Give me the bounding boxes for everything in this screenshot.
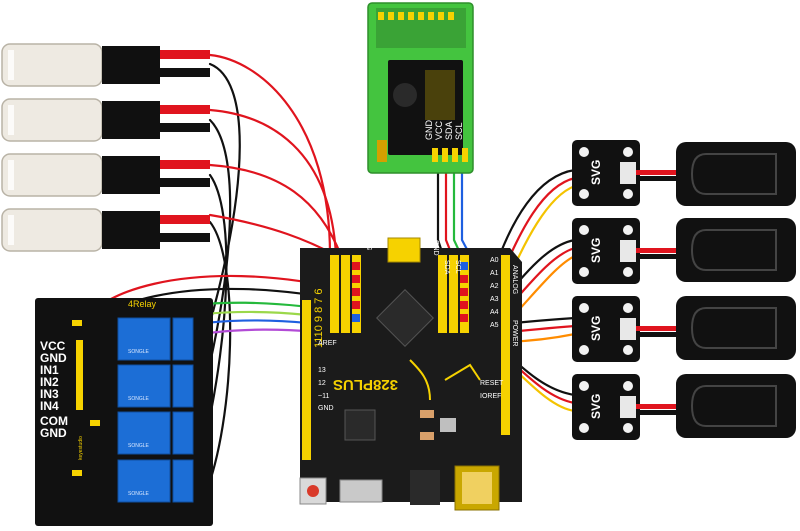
sensor-module: SVG [572,218,676,284]
wire-pump2-black [203,118,232,387]
board-label: AREF [318,340,337,347]
board-label: GND [318,405,334,412]
wire-pump4-black [203,220,232,497]
board-label: 13 [318,367,326,374]
relay-label: SONGLE [128,443,150,449]
relay-module: 4Relay VCC GND IN1 IN2 IN3 IN4 COM GND S… [35,298,213,526]
board-label: SDA [443,260,450,275]
board-label: GND [432,240,439,256]
wire-pump2-red [208,108,338,257]
board-label: A3 [490,296,499,303]
board-digits: 1110 9 8 7 6 [313,288,325,348]
soil-probes [676,142,796,438]
sensors: SVG SVG SVG SVG [572,140,676,440]
wire-lcd-sda [452,163,463,257]
lcd-pin-label: GND [424,120,434,141]
relay-pin-label: IN4 [40,399,59,413]
board-label: RESET [480,380,504,387]
relay: SONGLE [117,459,194,503]
pump [1,208,210,252]
wire-pump3-red [208,163,344,260]
wire-lcd-vcc [444,163,454,257]
wire-pump3-black [203,173,228,442]
sensor-label: SVG [589,238,603,263]
wire-lcd-scl [460,163,472,257]
board-label: A5 [490,322,499,329]
relay-pin-labels: VCC GND IN1 IN2 IN3 IN4 COM GND [40,339,68,440]
relay-pin-label: IN3 [40,387,59,401]
board-label: A4 [490,309,499,316]
sensor-label: SVG [589,160,603,185]
relay-pin-label: IN2 [40,375,59,389]
board-label: 12 [318,380,326,387]
board-label: A2 [490,283,499,290]
relay-pin-label: COM [40,414,68,428]
wire-pump1-black [206,62,241,332]
main-board: 1110 9 8 7 6 SDA SCL GND [299,237,522,511]
soil-probe [676,142,796,206]
sensor-module: SVG [572,140,676,206]
relay-label: SONGLE [128,491,150,497]
wire-pump1-red [208,53,332,257]
board-label: POWER [511,320,518,346]
board-label: ~11 [318,393,329,400]
board-label: 5V [367,241,374,250]
lcd-pin-label: VCC [434,120,444,140]
relay: SONGLE [117,317,194,361]
board-labels: SDA SCL GND 5V A0 A1 A2 A3 A4 A5 RESET I… [318,240,518,412]
relay-label: SONGLE [128,349,150,355]
sensor-label: SVG [589,394,603,419]
sensor-module: SVG [572,296,676,362]
board-label: A0 [490,257,499,264]
sensor-module: SVG [572,374,676,440]
pump [1,153,210,197]
relay-pin-label: GND [40,426,67,440]
relay-module-title: 4Relay [128,299,157,309]
pump [1,98,210,142]
board-label: A1 [490,270,499,277]
soil-probe [676,218,796,282]
lcd-pin-labels: GND VCC SDA SCL [424,120,464,141]
relay-pin-label: VCC [40,339,66,353]
board-name: 328PLUS [333,376,398,393]
board-label: SCL [454,260,461,274]
sensor-label: SVG [589,316,603,341]
relay: SONGLE [117,411,194,455]
soil-probe [676,374,796,438]
relay-pin-label: GND [40,351,67,365]
relay-pin-label: IN1 [40,363,59,377]
soil-probe [676,296,796,360]
relay: SONGLE [117,364,194,408]
relay-label: SONGLE [128,396,150,402]
lcd-module: GND VCC SDA SCL [367,2,474,174]
lcd-pin-label: SDA [444,121,454,140]
lcd-pin-label: SCL [454,122,464,140]
relay-brand: keyestudio [78,436,84,460]
board-label: ANALOG [511,265,518,294]
pump [1,43,210,87]
pumps [1,43,210,252]
board-label: IOREF [480,393,501,400]
